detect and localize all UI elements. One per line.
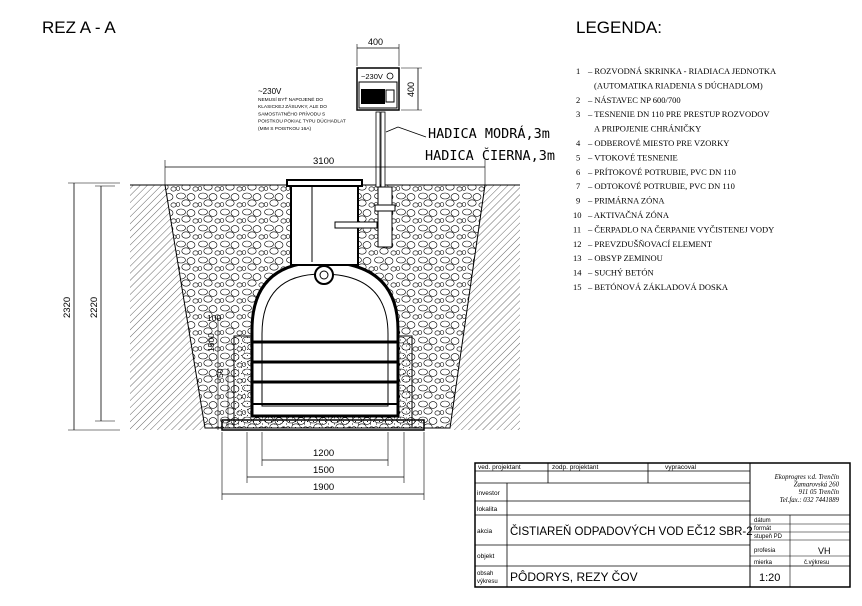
outlet-pipe xyxy=(334,221,378,229)
legend-item-text: – TESNENIE DN 110 PRE PRESTUP ROZVODOV xyxy=(587,109,770,119)
concrete-base-slab xyxy=(221,419,425,431)
dim-2320: 2320 xyxy=(62,297,73,318)
tb-obsah-value: PÔDORYS, REZY ČOV xyxy=(510,569,638,584)
voltage-note-title: ~230V xyxy=(258,87,282,96)
voltage-note-line: KLASICKEJ ZÁSUVKY, ALE DO xyxy=(258,103,327,110)
hose-conduit-2 xyxy=(380,111,386,188)
tb-company-line: Tel.fax.: 032 7441889 xyxy=(780,497,840,504)
tb-profesia-value: VH xyxy=(818,546,831,556)
tb-stupen: stupeň PD xyxy=(754,534,783,540)
blower-outlet xyxy=(385,89,395,103)
tb-company-line: Zamarovská 260 xyxy=(794,482,840,489)
legend-item-number: 2 xyxy=(576,95,580,105)
box-switch-icon xyxy=(386,72,394,80)
blower-icon xyxy=(361,89,385,104)
legend-item-number: 9 xyxy=(576,196,580,206)
leader-line xyxy=(385,126,399,133)
section-drawing: ~230V 400 400 ~230V NEMUSÍ BYŤ NAPOJENÉ … xyxy=(62,37,555,500)
tb-ved-projektant: ved. projektant xyxy=(478,464,521,471)
legend-item-text: – PREVZDUŠŇOVACÍ ELEMENT xyxy=(587,239,713,249)
dim-100: 100 xyxy=(207,313,221,323)
dim-1200: 1200 xyxy=(313,448,334,459)
legend-item-text: – ROZVODNÁ SKRINKA - RIADIACA JEDNOTKA xyxy=(587,66,777,76)
dim-1500-horizontal: 1500 xyxy=(313,465,334,476)
tb-obsah-2: výkresu xyxy=(477,579,498,585)
section-title: REZ A - A xyxy=(42,18,116,37)
inlet-pipe-icon xyxy=(314,265,334,285)
tb-profesia: profesia xyxy=(754,548,776,554)
dim-2220: 2220 xyxy=(89,297,100,318)
tb-company-line: Ekoprogres v.d. Trenčín xyxy=(774,474,840,481)
hose-conduit xyxy=(375,111,381,188)
tb-objekt: objekt xyxy=(477,553,495,560)
inlet-pipe-inner xyxy=(319,270,329,280)
tb-investor: investor xyxy=(477,490,501,497)
hose-blue-label: HADICA MODRÁ,3m xyxy=(428,125,550,142)
legend-item-number: 3 xyxy=(576,109,580,119)
riser-lid xyxy=(286,179,363,187)
tb-vypracoval: vypracoval xyxy=(665,464,697,471)
legend-item-text: – VTOKOVÉ TESNENIE xyxy=(587,152,678,162)
tb-datum: dátum xyxy=(754,518,771,524)
tb-company-line: 911 05 Trenčín xyxy=(799,489,840,496)
dim-50: 50 xyxy=(215,368,225,378)
tb-mierka: mierka xyxy=(754,560,773,566)
dim-box-width: 400 xyxy=(368,37,383,47)
soil-hatch-left xyxy=(130,185,205,430)
legend-title: LEGENDA: xyxy=(576,18,662,37)
voltage-note-line: SAMOSTATNÉHO PRÍVODU S xyxy=(258,110,325,117)
voltage-note-line: POISTKOU POKIAĽ TYPU DÚCHADLAT xyxy=(258,118,346,125)
soil-hatch-right xyxy=(450,185,520,430)
leader-line xyxy=(397,126,427,138)
tank-body xyxy=(250,260,400,418)
legend-item-text: – PRÍTOKOVÉ POTRUBIE, PVC DN 110 xyxy=(587,167,736,177)
dim-box-height: 400 xyxy=(406,82,416,97)
legend-item-text: – ODBEROVÉ MIESTO PRE VZORKY xyxy=(587,138,729,148)
dim-3100: 3100 xyxy=(313,156,334,167)
voltage-note-line: (MIM S POISTKOU 16A) xyxy=(258,126,311,132)
legend-item-number: 7 xyxy=(576,181,580,191)
tb-akcia: akcia xyxy=(477,528,493,535)
legend-item-text: – OBSYP ZEMINOU xyxy=(587,253,663,263)
legend-item-number: 15 xyxy=(573,282,582,292)
title-block: ved. projektant zodp. projektant vypraco… xyxy=(474,462,851,588)
control-box-inner xyxy=(358,81,398,109)
tb-lokalita: lokalita xyxy=(477,506,498,513)
legend-item-number: 6 xyxy=(576,167,580,177)
box-voltage-label: ~230V xyxy=(361,72,383,81)
legend-item-text: (AUTOMATIKA RIADENIA S DÚCHADLOM) xyxy=(594,80,763,90)
tb-mierka-value: 1:20 xyxy=(759,572,780,584)
legend-item-text: – SUCHÝ BETÓN xyxy=(587,268,654,278)
legend-item-text: – BETÓNOVÁ ZÁKLADOVÁ DOSKA xyxy=(587,282,729,292)
tb-zodp-projektant: zodp. projektant xyxy=(552,464,598,471)
legend-item-number: 13 xyxy=(573,253,582,263)
legend-item-text: – NÁSTAVEC NP 600/700 xyxy=(587,95,681,105)
tb-obsah-1: obsah xyxy=(477,571,493,577)
legend-item-number: 10 xyxy=(573,210,582,220)
sleeve-seal xyxy=(374,204,396,212)
legend-item-text: – PRIMÁRNA ZÓNA xyxy=(587,196,665,206)
legend-item-text: – ČERPADLO NA ČERPANIE VYČISTENEJ VODY xyxy=(587,224,774,234)
legend-item-number: 5 xyxy=(576,152,580,162)
tb-cislo-vykresu: č.výkresu xyxy=(804,560,829,566)
dim-1900: 1900 xyxy=(313,482,334,493)
tb-akcia-value: ČISTIAREŇ ODPADOVÝCH VOD EČ12 SBR-2 xyxy=(510,525,753,538)
legend-item-number: 12 xyxy=(573,239,582,249)
legend-list: 1 – ROZVODNÁ SKRINKA - RIADIACA JEDNOTKA (… xyxy=(573,66,777,292)
protective-sleeve xyxy=(377,186,393,248)
legend-item-number: 4 xyxy=(576,138,581,148)
dim-1500-vertical: 1500 xyxy=(206,333,216,352)
hose-black-label: HADICA ČIERNA,3m xyxy=(425,146,555,164)
legend-item-number: 11 xyxy=(573,224,581,234)
legend-item-text: – ODTOKOVÉ POTRUBIE, PVC DN 110 xyxy=(587,181,735,191)
legend-item-number: 14 xyxy=(573,268,582,278)
legend-item-text: A PRIPOJENIE CHRÁNIČKY xyxy=(594,124,701,134)
tb-format: formát xyxy=(754,526,771,532)
voltage-note-line: NEMUSÍ BYŤ NAPOJENÉ DO xyxy=(258,95,323,103)
legend-item-number: 1 xyxy=(576,66,580,76)
legend-item-text: – AKTIVAČNÁ ZÓNA xyxy=(587,210,670,220)
